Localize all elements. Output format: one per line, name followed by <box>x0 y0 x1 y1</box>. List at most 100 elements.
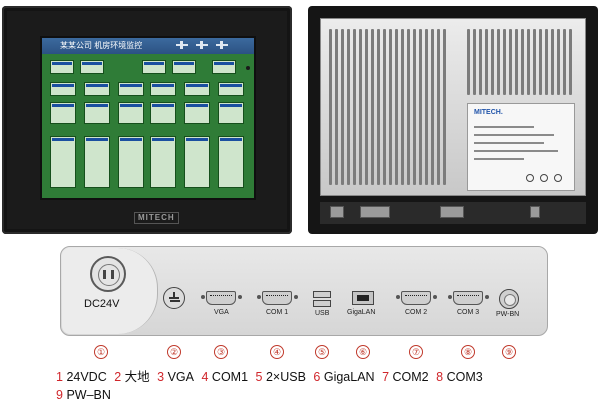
vent-slot <box>527 29 530 95</box>
vent-slot <box>395 29 398 185</box>
vent-slot <box>479 29 482 95</box>
front-touchscreen-display: 某某公司 机房环境监控 <box>40 36 256 200</box>
callout-7: ⑦ <box>409 345 423 359</box>
screen-header-bar: 某某公司 机房环境监控 <box>42 38 254 54</box>
cert-mark-icon <box>526 174 534 182</box>
vent-slot <box>353 29 356 185</box>
usb-port-2 <box>313 300 331 307</box>
screen-status-cell <box>184 136 210 188</box>
vent-slot <box>509 29 512 95</box>
dc-power-connector <box>90 256 126 292</box>
rear-label-brand: MITECH. <box>474 109 503 116</box>
rear-connector <box>530 206 540 218</box>
screw-post-icon <box>485 295 489 299</box>
screen-status-cell <box>50 102 76 124</box>
callout-2: ② <box>167 345 181 359</box>
legend-item-5: 5 2×USB <box>256 370 306 384</box>
vent-slot <box>347 29 350 185</box>
legend-text: PW–BN <box>66 388 111 402</box>
legend-text: 2×USB <box>265 370 306 384</box>
screen-status-cell <box>50 60 74 74</box>
vent-slot <box>491 29 494 95</box>
com1-port-label: COM 1 <box>266 309 289 316</box>
vent-slot <box>569 29 572 95</box>
usb-port-label: USB <box>315 310 330 317</box>
pwbn-label: PW-BN <box>496 311 520 318</box>
rear-io-edge <box>320 202 586 224</box>
dc-pin <box>111 270 114 279</box>
com3-port-label: COM 3 <box>457 309 480 316</box>
legend-number: 9 <box>56 388 63 402</box>
label-text-line <box>474 150 558 152</box>
rear-connector <box>330 206 344 218</box>
vent-slot <box>521 29 524 95</box>
screen-status-cell <box>218 136 244 188</box>
vent-slots-right <box>467 29 579 95</box>
callout-1: ① <box>94 345 108 359</box>
dc-pin <box>103 270 106 279</box>
screen-status-cell <box>142 60 166 74</box>
vent-slot <box>563 29 566 95</box>
legend-number: 6 <box>313 370 321 384</box>
com1-port <box>262 291 292 305</box>
vent-slot <box>425 29 428 185</box>
callout-8: ⑧ <box>461 345 475 359</box>
vent-slot <box>329 29 332 185</box>
screen-status-cell <box>118 82 144 96</box>
usb-port-1 <box>313 291 331 298</box>
screen-status-cell <box>84 82 110 96</box>
vent-slot <box>539 29 542 95</box>
cert-mark-icon <box>540 174 548 182</box>
vga-port <box>206 291 236 305</box>
legend-number: 5 <box>255 370 263 384</box>
label-text-line <box>474 142 544 144</box>
screen-status-cell <box>118 102 144 124</box>
legend-number: 7 <box>382 370 390 384</box>
legend-item-9: 9 PW–BN <box>56 388 111 402</box>
gigalan-port <box>352 291 374 305</box>
plane-icon <box>176 41 188 49</box>
screen-status-cell <box>218 82 244 96</box>
screen-status-cell <box>50 136 76 188</box>
screw-post-icon <box>257 295 261 299</box>
legend-item-1: 1 24VDC <box>56 370 107 384</box>
screen-status-cell <box>80 60 104 74</box>
vent-slot <box>389 29 392 185</box>
vent-slot <box>467 29 470 95</box>
vent-slot <box>383 29 386 185</box>
legend-text: 大地 <box>124 370 150 384</box>
screen-status-cell <box>218 102 244 124</box>
screen-status-cell <box>150 136 176 188</box>
vent-slot <box>371 29 374 185</box>
screen-status-cell <box>212 60 236 74</box>
vent-slots-left <box>329 29 447 185</box>
vent-slot <box>485 29 488 95</box>
screen-status-cell <box>84 102 110 124</box>
vent-slot <box>431 29 434 185</box>
screen-status-cell <box>184 82 210 96</box>
vent-slot <box>419 29 422 185</box>
vga-port-label: VGA <box>214 309 229 316</box>
legend-text: COM1 <box>211 370 249 384</box>
vent-slot <box>473 29 476 95</box>
power-button[interactable] <box>499 289 519 309</box>
label-text-line <box>474 134 554 136</box>
screen-status-cell <box>118 136 144 188</box>
ground-terminal <box>163 287 185 309</box>
vent-slot <box>437 29 440 185</box>
callout-6: ⑥ <box>356 345 370 359</box>
legend-text: COM2 <box>392 370 429 384</box>
legend-text: 24VDC <box>66 370 107 384</box>
legend-number: 1 <box>56 370 63 384</box>
vent-slot <box>407 29 410 185</box>
vent-slot <box>335 29 338 185</box>
vent-slot <box>545 29 548 95</box>
com3-port <box>453 291 483 305</box>
legend-number: 8 <box>436 370 444 384</box>
legend-item-4: 4 COM1 <box>201 370 248 384</box>
vent-slot <box>503 29 506 95</box>
dc24v-label: DC24V <box>84 298 120 310</box>
screw-post-icon <box>201 295 205 299</box>
rear-heatsink-plate: MITECH. <box>320 18 586 196</box>
ground-symbol-icon <box>169 292 179 304</box>
